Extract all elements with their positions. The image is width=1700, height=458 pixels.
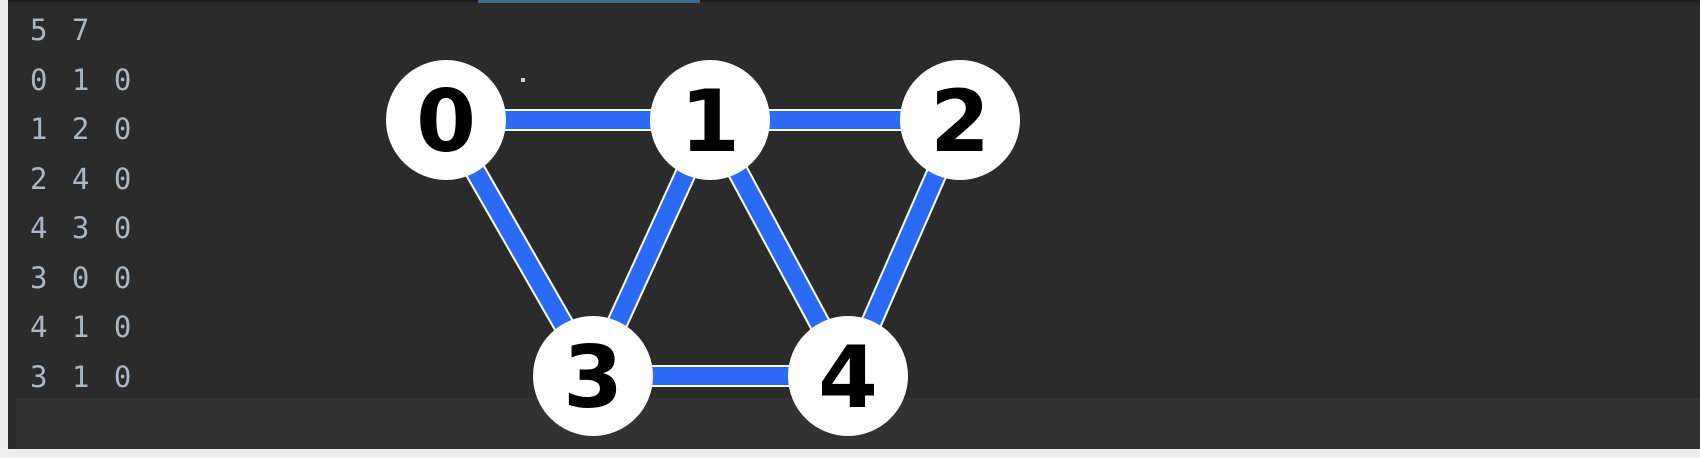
graph-node-label: 0 (416, 72, 476, 172)
code-line[interactable]: 2 4 0 (30, 161, 132, 196)
graph-node-circle (650, 60, 770, 180)
code-line[interactable]: 1 2 0 (30, 112, 132, 146)
editor-top-border (8, 0, 1700, 2)
text-caret (521, 78, 525, 82)
code-line[interactable]: 5 7 (30, 13, 90, 47)
graph-node-circle (900, 60, 1020, 180)
graph-node-0: 0 (386, 60, 506, 180)
graph-node-label: 2 (930, 72, 990, 172)
graph-node-label: 1 (680, 72, 740, 172)
graph-node-1: 1 (650, 60, 770, 180)
graph-nodes: 0 1 2 3 4 (386, 60, 1020, 436)
graph-node-circle (386, 60, 506, 180)
graph-node-2: 2 (900, 60, 1020, 180)
graph-node-4: 4 (788, 316, 908, 436)
graph-node-3: 3 (533, 316, 653, 436)
graph-node-label: 4 (818, 328, 878, 428)
editor-tab-accent (478, 0, 700, 3)
code-lines: 5 7 0 1 0 1 2 0 2 4 0 4 3 0 3 0 0 4 1 0 … (30, 6, 132, 402)
code-line[interactable]: 4 3 0 (30, 211, 132, 245)
graph-node-circle (533, 316, 653, 436)
code-line[interactable]: 3 0 0 (30, 260, 132, 295)
code-line[interactable]: 3 1 0 (30, 359, 132, 394)
editor-bottom-edge (0, 449, 1700, 458)
code-line[interactable]: 0 1 0 (30, 62, 132, 97)
graph-node-label: 3 (563, 328, 623, 428)
code-line[interactable]: 4 1 0 (30, 310, 132, 344)
graph-node-circle (788, 316, 908, 436)
